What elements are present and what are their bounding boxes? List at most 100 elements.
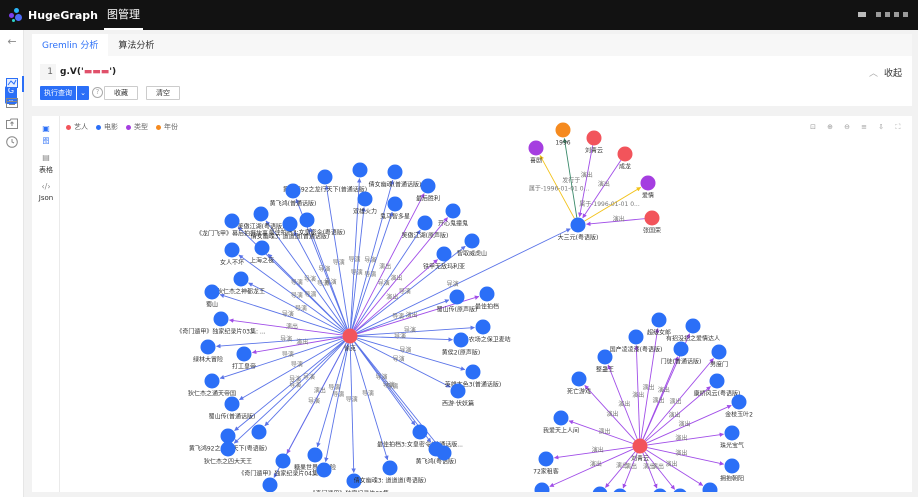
graph-vertex[interactable]: [475, 319, 491, 335]
back-arrow-icon[interactable]: ←: [7, 35, 17, 48]
graph-edge[interactable]: [644, 358, 714, 441]
graph-vertex[interactable]: [464, 233, 480, 249]
graph-edge[interactable]: [267, 253, 346, 332]
window-control-icon[interactable]: [894, 12, 899, 17]
graph-vertex[interactable]: [553, 410, 569, 426]
graph-edge[interactable]: [357, 325, 475, 336]
graph-canvas[interactable]: 导演导演导演导演演出导演导演导演导演演出导演导演导演导演导演导演演出导演导演导演…: [60, 116, 912, 497]
graph-vertex[interactable]: [586, 130, 602, 146]
graph-vertex[interactable]: [724, 425, 740, 441]
graph-vertex[interactable]: [453, 332, 469, 348]
graph-vertex[interactable]: [731, 394, 747, 410]
graph-vertex[interactable]: [436, 445, 452, 461]
clock-icon[interactable]: [5, 136, 19, 150]
gremlin-editor[interactable]: 1 g.V('▬▬▬'): [40, 64, 904, 80]
graph-edge[interactable]: [216, 336, 343, 349]
graph-vertex[interactable]: [285, 183, 301, 199]
graph-edge[interactable]: [647, 432, 725, 446]
window-control-icon[interactable]: [876, 12, 881, 17]
graph-edge[interactable]: [238, 339, 344, 401]
graph-vertex[interactable]: [282, 216, 298, 232]
graph-edge[interactable]: [605, 451, 636, 488]
graph-vertex[interactable]: [479, 286, 495, 302]
graph-edge[interactable]: [351, 343, 389, 461]
graph-vertex[interactable]: [317, 169, 333, 185]
graph-vertex[interactable]: [711, 344, 727, 360]
graph-edge[interactable]: [354, 341, 416, 426]
graph-edge[interactable]: [350, 178, 362, 329]
graph-edge[interactable]: [640, 327, 660, 439]
tab-gremlin-analysis[interactable]: Gremlin 分析: [32, 34, 109, 56]
zoom-in-icon[interactable]: ⊕: [827, 123, 833, 131]
zoom-out-icon[interactable]: ⊖: [844, 123, 850, 131]
graph-vertex[interactable]: [420, 178, 436, 194]
graph-edge[interactable]: [351, 179, 394, 329]
graph-edge[interactable]: [350, 207, 366, 329]
graph-edge[interactable]: [219, 293, 343, 335]
graph-edge[interactable]: [238, 254, 345, 332]
graph-edge[interactable]: [251, 336, 343, 355]
legend-item-movie[interactable]: 电影: [96, 122, 118, 132]
collapse-button[interactable]: ︿收起: [869, 66, 902, 79]
graph-vertex[interactable]: [597, 349, 613, 365]
graph-hub-vertex[interactable]: [632, 438, 648, 454]
view-json-button[interactable]: ‹/› Json: [32, 182, 60, 202]
graph-vertex[interactable]: [644, 210, 660, 226]
graph-edge[interactable]: [357, 337, 466, 371]
legend-item-artist[interactable]: 艺人: [66, 122, 88, 132]
help-icon[interactable]: ?: [92, 87, 103, 98]
graph-vertex[interactable]: [224, 242, 240, 258]
nav-graph-management[interactable]: 图管理: [104, 0, 143, 30]
graph-edge[interactable]: [644, 451, 676, 490]
graph-vertex[interactable]: [253, 206, 269, 222]
graph-vertex[interactable]: [445, 203, 461, 219]
graph-edge[interactable]: [622, 452, 638, 489]
window-control-icon[interactable]: [903, 12, 908, 17]
hugegraph-logo[interactable]: HugeGraph: [8, 7, 98, 23]
graph-edge[interactable]: [642, 452, 658, 489]
graph-edge[interactable]: [324, 343, 350, 463]
graph-analysis-icon[interactable]: [5, 78, 19, 92]
clear-button[interactable]: 清空: [146, 86, 180, 100]
graph-edge[interactable]: [356, 228, 571, 334]
graph-vertex[interactable]: [220, 428, 236, 444]
graph-edge[interactable]: [357, 335, 453, 342]
run-mode-dropdown[interactable]: ⌄: [77, 86, 89, 100]
graph-vertex[interactable]: [382, 460, 398, 476]
graph-edge[interactable]: [355, 259, 438, 332]
graph-vertex[interactable]: [307, 447, 323, 463]
graph-edge[interactable]: [645, 386, 711, 442]
graph-edge[interactable]: [309, 227, 348, 330]
graph-vertex[interactable]: [200, 339, 216, 355]
graph-vertex[interactable]: [628, 329, 644, 345]
query-code[interactable]: g.V('▬▬▬'): [60, 64, 116, 80]
graph-vertex[interactable]: [555, 122, 571, 138]
graph-edge[interactable]: [578, 145, 594, 218]
graph-vertex[interactable]: [213, 311, 229, 327]
graph-vertex[interactable]: [465, 364, 481, 380]
graph-selector[interactable]: G ⌄: [5, 86, 17, 104]
graph-edge[interactable]: [607, 364, 638, 440]
graph-vertex[interactable]: [387, 164, 403, 180]
graph-vertex[interactable]: [709, 373, 725, 389]
graph-vertex[interactable]: [236, 346, 252, 362]
graph-vertex[interactable]: [233, 271, 249, 287]
graph-edge[interactable]: [562, 137, 578, 218]
graph-vertex[interactable]: [224, 213, 240, 229]
graph-hub-vertex[interactable]: [570, 217, 586, 233]
graph-vertex[interactable]: [346, 473, 362, 489]
graph-edge[interactable]: [642, 356, 679, 440]
graph-vertex[interactable]: [254, 240, 270, 256]
legend-item-year[interactable]: 年份: [156, 122, 178, 132]
graph-vertex[interactable]: [640, 175, 656, 191]
graph-edge[interactable]: [293, 231, 347, 330]
graph-edge[interactable]: [233, 340, 345, 444]
graph-edge[interactable]: [349, 343, 356, 473]
run-query-button[interactable]: 执行查询: [40, 86, 76, 100]
graph-edge[interactable]: [228, 318, 343, 336]
graph-vertex[interactable]: [685, 318, 701, 334]
graph-edge[interactable]: [324, 184, 350, 329]
graph-vertex[interactable]: [450, 383, 466, 399]
graph-edge[interactable]: [549, 448, 634, 487]
graph-edge[interactable]: [264, 341, 346, 427]
